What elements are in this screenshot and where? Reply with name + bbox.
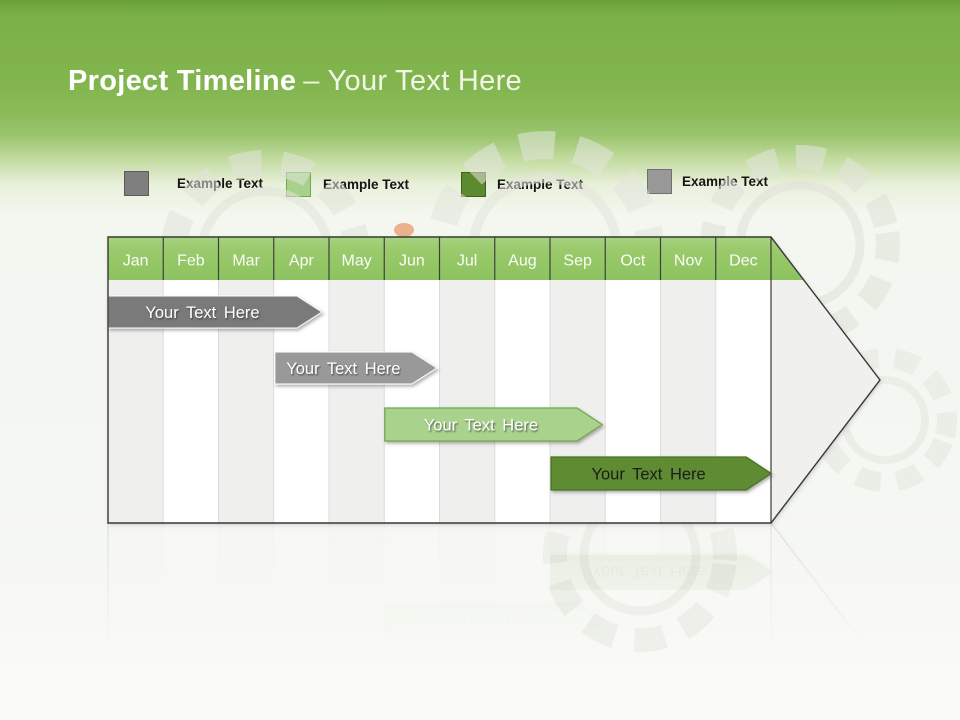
legend-swatch [647,169,672,194]
month-label: Jul [457,253,477,270]
month-label: Aug [508,253,536,270]
task-bar [274,351,439,385]
month-label: Mar [232,253,260,270]
header-separators [162,237,772,523]
column-stripe [329,280,385,523]
month-label: Nov [674,253,702,270]
timeline-reflection [108,523,880,720]
month-label: Dec [729,253,757,270]
month-header [108,237,804,280]
month-label: Feb [177,253,205,270]
title-light-part: – Your Text Here [303,65,522,97]
title-bold-part: Project Timeline [68,65,297,97]
timeline-arrow: Jan Feb Mar Apr May Jun Jul Aug Sep Oct Nov Dec You… [107,236,881,524]
legend-swatch [124,171,149,196]
month-labels: Jan Feb Mar Apr May Jun Jul Aug Sep Oct Nov Dec [123,253,758,270]
page-title: Project Timeline– Your Text Here [68,61,522,101]
month-label: Sep [563,253,592,270]
column-stripe [439,280,495,523]
task-bar-label: Your Text Here [424,417,538,435]
column-stripe [384,280,440,523]
arrow-outline [107,236,881,524]
task-bar [550,456,773,491]
month-label: Oct [620,253,645,270]
task-bar-label: Your Text Here [592,466,706,484]
task-bar-label: Your Text Here [286,360,400,378]
month-label: Jun [399,253,425,270]
month-label: Jan [123,253,149,270]
background-figure [394,223,414,237]
month-label: May [342,253,372,270]
task-bar [384,407,604,442]
month-label: Apr [289,253,315,270]
column-stripe [494,280,550,523]
task-bar-label: Your Text Here [145,304,259,322]
